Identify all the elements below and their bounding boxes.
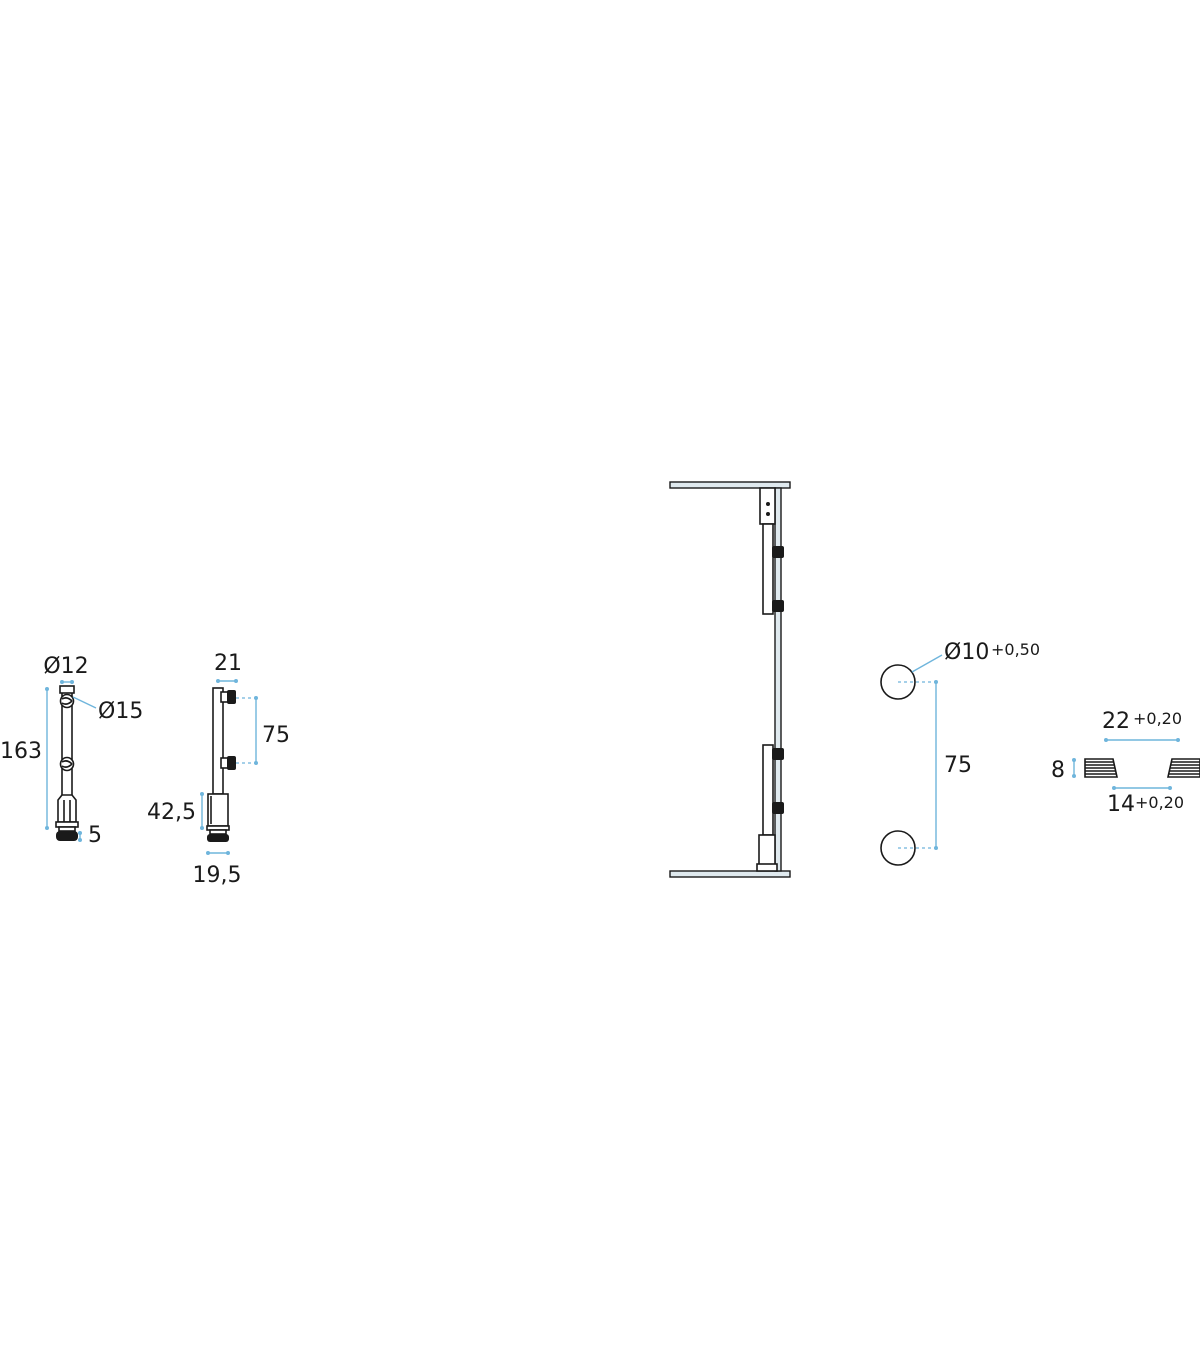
assembly-bottom-shelf: [669, 870, 791, 878]
dim-side-width-dot-l: [216, 679, 220, 683]
dim-cs-outer-dot-l: [1104, 738, 1108, 742]
dim-front-foot-dot-t: [78, 831, 82, 835]
dim-cs-inner-dot-r: [1168, 786, 1172, 790]
label-front-height: 163: [0, 739, 42, 764]
label-front-dia-top: Ø12: [43, 654, 88, 679]
assembly-upper-clamp-1: [772, 546, 784, 558]
dim-front-height-dot-t: [45, 687, 49, 691]
label-front-dia-joint: Ø15: [98, 699, 143, 724]
dim-front-joint-leader: [72, 696, 97, 709]
front-joint-top-mark: [61, 697, 73, 705]
assembly-upper-post-base: [759, 487, 776, 525]
label-cs-inner: 14: [1107, 792, 1135, 817]
dim-front-height-dot-b: [45, 826, 49, 830]
dim-side-base-height-dot-b: [200, 826, 204, 830]
front-joint-bottom-mark: [61, 760, 73, 768]
front-top-cap: [59, 685, 75, 694]
dim-hole-leader: [911, 654, 943, 673]
dim-cs-depth-dot-t: [1072, 758, 1076, 762]
label-front-foot: 5: [88, 823, 102, 848]
side-rod: [212, 687, 224, 795]
dim-side-base-width-dot-r: [226, 851, 230, 855]
dim-cs-depth-dot-b: [1072, 774, 1076, 778]
dim-hole-spacing-dot-t: [934, 680, 938, 684]
assembly-lower-foot: [756, 863, 778, 872]
front-base-taper: [57, 794, 77, 823]
dim-front-foot-dot-b: [78, 838, 82, 842]
dim-cs-outer-dot-r: [1176, 738, 1180, 742]
assembly-lower-rod: [762, 744, 774, 836]
assembly-upper-screw-1: [766, 502, 770, 506]
side-connector-top-head: [227, 690, 236, 704]
dim-side-spacing-dot-t: [254, 696, 258, 700]
dim-side-base-width-dot-l: [206, 851, 210, 855]
dim-side-spacing-dot-b: [254, 761, 258, 765]
countersink-hatch: [1085, 761, 1200, 775]
dim-hole-spacing-dot-b: [934, 846, 938, 850]
label-hole-dia: Ø10: [944, 640, 989, 665]
dim-side-base-height-dot-t: [200, 792, 204, 796]
side-foot: [207, 834, 229, 842]
assembly-upper-rod: [762, 523, 774, 615]
assembly-lower-clamp-1: [772, 748, 784, 760]
assembly-upper-screw-2: [766, 512, 770, 516]
side-connector-bottom-head: [227, 756, 236, 770]
label-side-width: 21: [214, 651, 242, 676]
dim-front-dia-top-dot-r: [70, 680, 74, 684]
dim-front-dia-top-dot-l: [60, 680, 64, 684]
assembly-lower-post-base: [758, 834, 776, 868]
assembly-upper-clamp-2: [772, 600, 784, 612]
label-hole-spacing: 75: [944, 753, 972, 778]
countersink-section: 22 +0,20 8 14 +0,20: [1051, 709, 1200, 817]
label-side-base-width: 19,5: [193, 863, 242, 888]
assembly-glass-panel: [774, 487, 782, 872]
label-cs-inner-tol: +0,20: [1135, 793, 1184, 812]
dim-side-width-dot-r: [234, 679, 238, 683]
side-base-collar: [209, 829, 227, 835]
assembly-top-shelf: [669, 481, 791, 489]
label-cs-outer: 22: [1102, 709, 1130, 734]
assembly-lower-clamp-2: [772, 802, 784, 814]
assembly-view: [669, 481, 791, 878]
front-foot: [56, 831, 78, 841]
label-hole-tol: +0,50: [991, 640, 1040, 659]
label-side-spacing: 75: [262, 723, 290, 748]
label-side-base-height: 42,5: [147, 800, 196, 825]
label-cs-depth: 8: [1051, 758, 1065, 783]
side-view: 21 75 42,5 19,5: [147, 651, 290, 888]
front-view: Ø12 Ø15 163 5: [0, 654, 143, 848]
label-cs-outer-tol: +0,20: [1133, 709, 1182, 728]
dim-cs-inner-dot-l: [1112, 786, 1116, 790]
front-base-collar: [58, 826, 76, 832]
hole-pattern: Ø10 +0,50 75: [880, 640, 1040, 866]
